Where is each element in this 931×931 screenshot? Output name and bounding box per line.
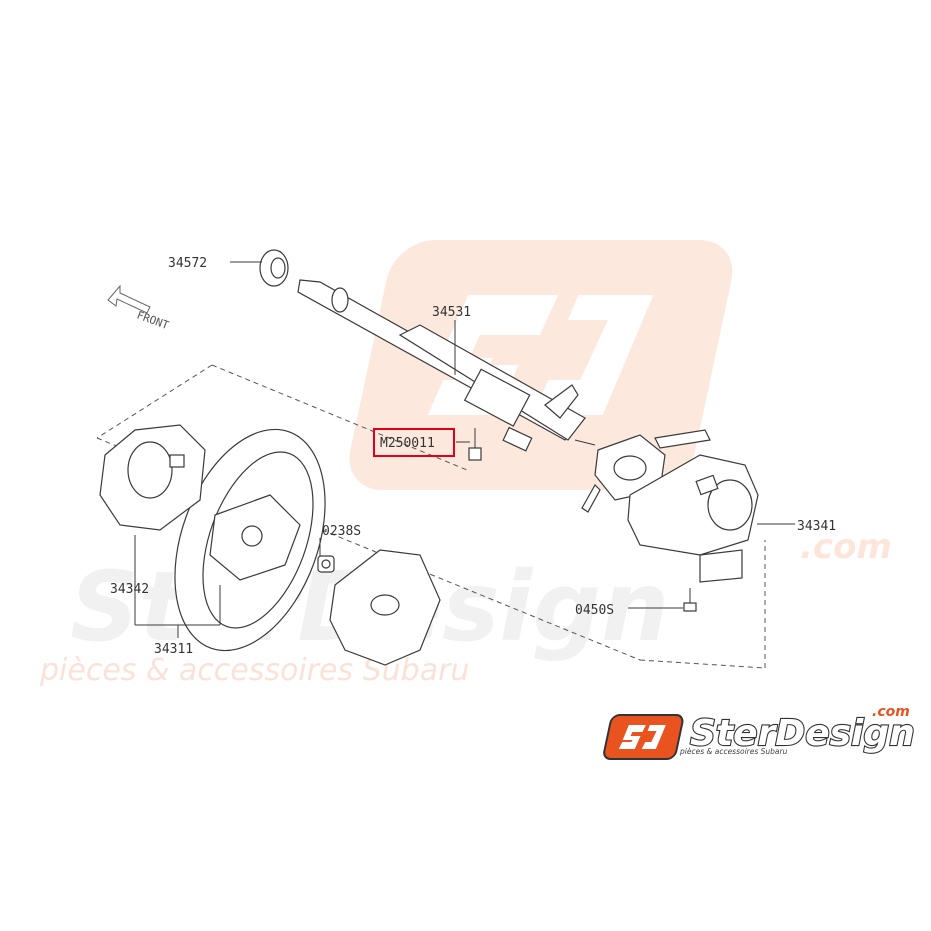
steering-wheel	[174, 428, 326, 652]
bolt-m250011	[468, 428, 482, 461]
steering-column	[297, 279, 596, 452]
brand-logo: SterDesign .com pièces & accessoires Sub…	[603, 704, 916, 760]
nut-0238s	[317, 555, 335, 573]
callout-34341: 34341	[797, 519, 836, 534]
airbag-module	[329, 549, 441, 666]
screw-0450s	[683, 588, 697, 612]
callout-0450s: 0450S	[575, 603, 614, 618]
callout-34572: 34572	[168, 256, 207, 271]
callout-34531: 34531	[432, 305, 471, 320]
callout-m250011: M250011	[380, 436, 435, 451]
leader-lines	[134, 261, 795, 638]
column-bushing	[259, 249, 289, 287]
callout-34342: 34342	[110, 582, 149, 597]
watermark-tagline: pièces & accessoires Subaru	[39, 653, 469, 688]
wheel-rear-cover	[99, 424, 206, 531]
watermark-domain: .com	[800, 527, 892, 567]
callout-labels: 34572 34531 M250011 0238S 34341 34342 04…	[110, 256, 836, 657]
watermark-sd-emblem	[349, 240, 733, 490]
front-arrow-icon	[107, 284, 151, 314]
callout-34311: 34311	[154, 642, 193, 657]
logo-tagline: pièces & accessoires Subaru	[679, 747, 788, 756]
fasteners	[317, 428, 697, 612]
part-number-highlight	[373, 428, 455, 457]
front-label: FRONT	[135, 309, 171, 333]
front-direction-indicator: FRONT	[107, 284, 171, 333]
combination-switch	[581, 429, 711, 513]
callout-0238s: 0238S	[322, 524, 361, 539]
logo-domain: .com	[872, 704, 910, 720]
sd-emblem-icon	[603, 714, 684, 760]
assembly-boundary	[96, 364, 766, 669]
column-cover	[627, 454, 759, 583]
logo-brand: SterDesign	[690, 713, 915, 754]
